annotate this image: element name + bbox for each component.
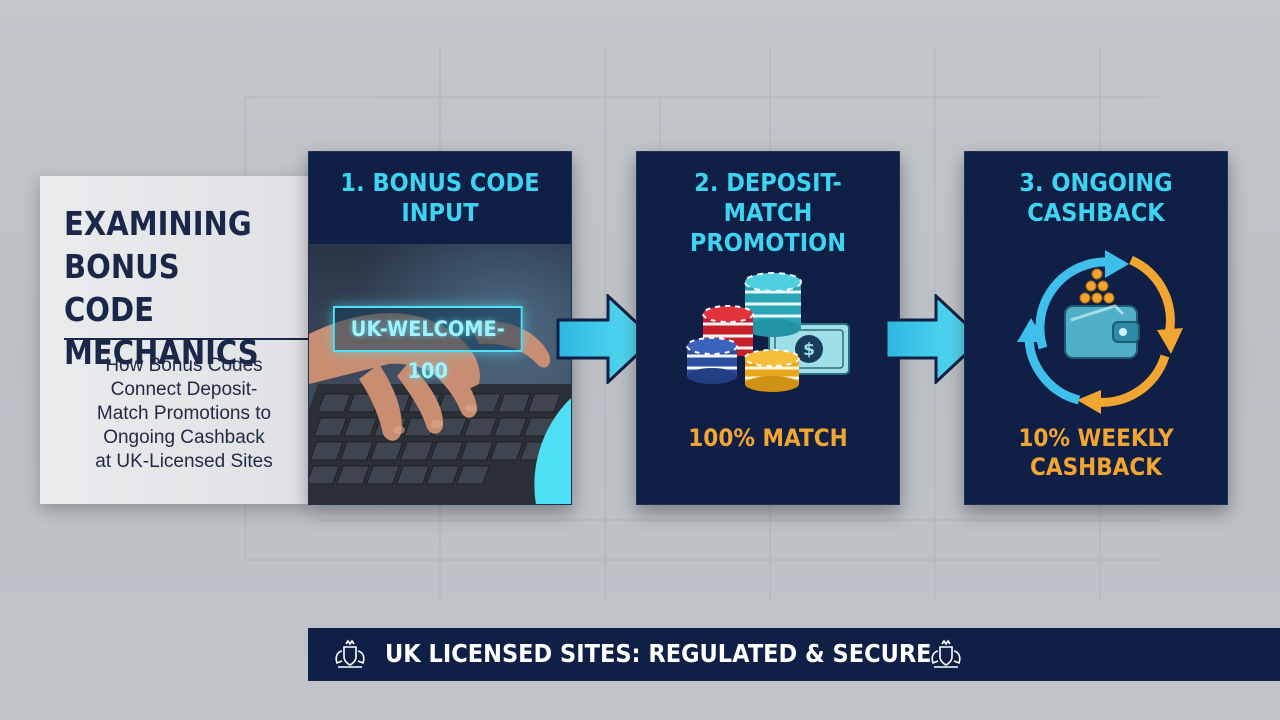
casino-chips-cash-icon: $ — [686, 272, 850, 392]
page-subtitle: How Bonus Codes Connect Deposit- Match P… — [95, 355, 273, 472]
wallet-cycle-icon — [1017, 250, 1183, 414]
step-2-panel: 2. DEPOSIT-MATCH PROMOTION $ — [636, 151, 900, 505]
svg-text:$: $ — [803, 340, 815, 360]
step-1-panel: 1. BONUS CODE INPUT — [308, 151, 572, 505]
step-3-title: 3. ONGOING CASHBACK — [1019, 168, 1173, 227]
title-divider — [64, 338, 308, 340]
step-2-title: 2. DEPOSIT-MATCH PROMOTION — [689, 168, 847, 257]
indicator-icon — [534, 398, 571, 504]
royal-crest-icon — [931, 639, 961, 668]
bonus-code-input[interactable]: UK-WELCOME-100 — [333, 306, 523, 383]
laptop-typing-photo: UK-WELCOME-100 — [309, 244, 571, 504]
page-title: EXAMINING BONUS CODE MECHANICS — [64, 204, 259, 372]
royal-crest-icon — [335, 639, 365, 668]
banner-text: UK LICENSED SITES: REGULATED & SECURE — [385, 639, 932, 668]
arrow-right-icon — [884, 294, 984, 384]
arrow-right-icon — [556, 294, 656, 384]
match-amount: 100% MATCH — [688, 424, 848, 452]
title-card: EXAMINING BONUS CODE MECHANICS How Bonus… — [40, 176, 308, 504]
cashback-amount: 10% WEEKLY CASHBACK — [1018, 424, 1174, 481]
step-3-panel: 3. ONGOING CASHBACK 10% WEEKLY CASHBACK — [964, 151, 1228, 505]
footer-banner: UK LICENSED SITES: REGULATED & SECURE — [308, 628, 1280, 681]
step-1-title: 1. BONUS CODE INPUT — [340, 168, 540, 227]
